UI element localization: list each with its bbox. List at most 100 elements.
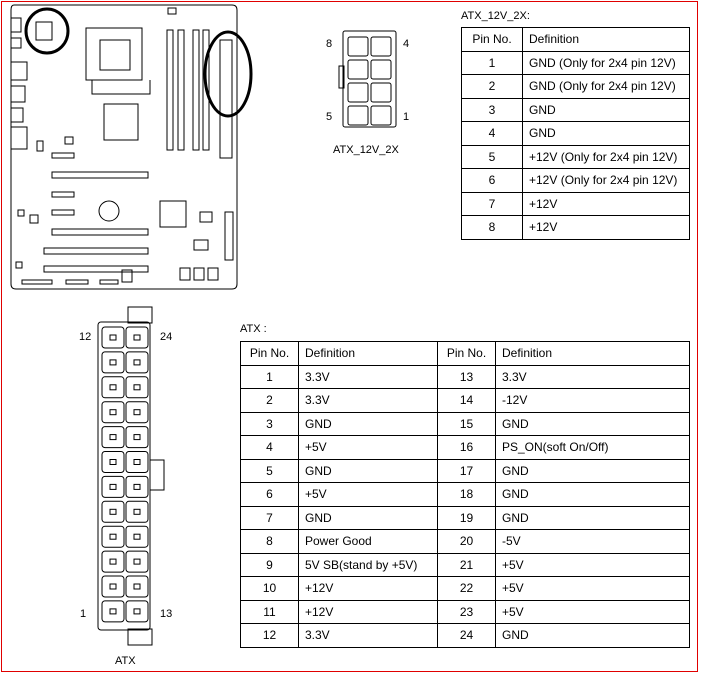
rear-io-port <box>10 126 28 150</box>
pin-number: 9 <box>240 552 299 577</box>
atx-pin <box>125 475 149 498</box>
pin-definition: GND <box>495 411 690 436</box>
atx-pin-label-1: 1 <box>80 608 87 620</box>
pin-number: 13 <box>437 364 496 389</box>
cpu-socket <box>85 27 143 81</box>
atx-connector-bottom-tab <box>127 628 153 646</box>
pin-number: 11 <box>240 599 299 624</box>
col-header-pin: Pin No. <box>240 341 299 366</box>
atx-pin <box>101 451 125 473</box>
atx-pin <box>101 401 125 424</box>
atx-pin <box>101 475 125 498</box>
small-component <box>199 211 213 223</box>
pin-number: 24 <box>437 623 496 648</box>
pin-definition: Power Good <box>298 529 438 554</box>
pin-number: 3 <box>461 97 523 122</box>
atx-caption: ATX <box>115 655 136 667</box>
atx-pin-hole <box>133 508 141 515</box>
atx-pin-hole <box>109 608 117 615</box>
atx-pin-hole <box>109 459 117 465</box>
memory-slot <box>192 29 200 151</box>
atx12v-heading: ATX_12V_2X: <box>461 10 530 22</box>
pin-definition: +12V <box>298 599 438 624</box>
highlight-atx <box>203 30 253 118</box>
header-pins <box>121 269 133 283</box>
atx-pin <box>101 600 125 623</box>
atx-pin <box>101 376 125 399</box>
pin-number: 2 <box>461 74 523 99</box>
pin-definition: GND <box>495 505 690 530</box>
pcie-x16-slot <box>51 171 149 179</box>
rear-io-port <box>10 37 22 49</box>
pin-number: 18 <box>437 482 496 507</box>
northbridge-chip <box>103 103 139 141</box>
board-atx-connector <box>219 39 233 159</box>
atx-pin <box>125 575 149 598</box>
atx-pin <box>101 550 125 573</box>
pin-number: 1 <box>240 364 299 389</box>
col-header-pin: Pin No. <box>437 341 496 366</box>
table-header-row: Pin No. Definition Pin No. Definition <box>240 341 690 366</box>
atx-pin-hole <box>109 409 117 416</box>
atx-pin-hole <box>133 583 141 590</box>
atx-pin-hole <box>133 384 141 391</box>
atx12v-pin-label-4: 4 <box>403 38 410 50</box>
sata-port <box>207 267 219 281</box>
rear-io-port <box>10 107 24 123</box>
pin-number: 12 <box>240 623 299 648</box>
pin-number: 5 <box>240 458 299 483</box>
southbridge-chip <box>159 200 187 228</box>
atx12v-caption: ATX_12V_2X <box>333 144 399 156</box>
pin-number: 7 <box>240 505 299 530</box>
pin-definition: GND <box>298 505 438 530</box>
atx-pin <box>125 500 149 523</box>
pin-definition: +5V <box>495 599 690 624</box>
atx12v-pin <box>347 36 369 57</box>
atx-pin-hole <box>133 459 141 465</box>
pin-number: 16 <box>437 435 496 460</box>
board-outline <box>10 4 238 290</box>
atx-pin <box>101 351 125 374</box>
atx12v-pin <box>370 36 392 57</box>
atx-pin <box>125 426 149 449</box>
atx12v-pin <box>347 82 369 103</box>
atx-pin <box>101 326 125 349</box>
atx-pin <box>125 550 149 573</box>
pin-definition: +12V (Only for 2x4 pin 12V) <box>522 168 690 193</box>
rear-io-port <box>10 17 22 33</box>
pin-definition: +12V (Only for 2x4 pin 12V) <box>522 144 690 169</box>
atx-pin-hole <box>133 533 141 540</box>
pin-number: 6 <box>240 482 299 507</box>
col-header-definition: Definition <box>522 27 690 52</box>
sata-port <box>193 267 205 281</box>
atx-pin-hole <box>109 558 117 565</box>
atx-pin-label-24: 24 <box>160 331 173 343</box>
pin-definition: GND <box>495 623 690 648</box>
pin-number: 15 <box>437 411 496 436</box>
pin-definition: GND <box>495 458 690 483</box>
table-row: 7+12V <box>461 191 690 216</box>
pin-number: 7 <box>461 191 523 216</box>
pin-definition: -12V <box>495 388 690 413</box>
table-row: 8+12V <box>461 215 690 240</box>
header-pins <box>21 279 53 285</box>
highlight-atx12v <box>24 7 70 55</box>
atx-pin-hole <box>109 583 117 590</box>
pin-number: 4 <box>461 121 523 146</box>
pin-number: 5 <box>461 144 523 169</box>
pin-number: 8 <box>461 215 523 240</box>
small-component <box>36 140 44 152</box>
cpu-socket-core <box>99 39 131 71</box>
pin-number: 6 <box>461 168 523 193</box>
atx12v-connector-body <box>342 30 397 128</box>
atx-pin-hole <box>133 434 141 441</box>
